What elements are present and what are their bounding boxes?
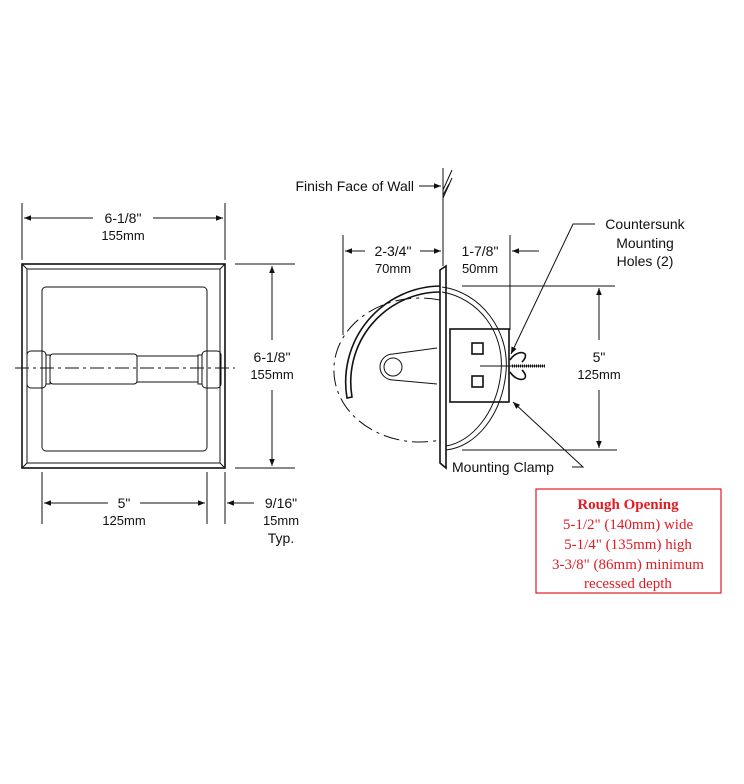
projection-mm: 70mm xyxy=(375,261,411,276)
rough-opening-height: 5-1/4" (135mm) high xyxy=(564,537,692,553)
opening-in: 5" xyxy=(118,495,131,511)
flange-in: 9/16" xyxy=(265,495,297,511)
front-view: 6-1/8" 155mm 6-1/8" 155mm 5" 125mm 9/16"… xyxy=(15,203,299,546)
width-in: 6-1/8" xyxy=(105,210,142,226)
side-height-mm: 125mm xyxy=(577,367,620,382)
depth-mm: 50mm xyxy=(462,261,498,276)
holes-leader xyxy=(510,223,595,355)
width-mm: 155mm xyxy=(101,228,144,243)
depth-in: 1-7/8" xyxy=(462,243,499,259)
rough-opening-depth: 3-3/8" (86mm) minimum xyxy=(552,557,704,573)
height-mm: 155mm xyxy=(250,367,293,382)
recess-opening xyxy=(41,286,208,452)
clamp-label: Mounting Clamp xyxy=(452,459,554,475)
mounting-hole xyxy=(471,342,484,355)
projection-in: 2-3/4" xyxy=(375,243,412,259)
rough-opening-title: Rough Opening xyxy=(577,497,679,513)
rough-opening-depth-note: recessed depth xyxy=(584,576,672,592)
holes-label-2: Mounting xyxy=(616,235,674,251)
rough-opening-box: Rough Opening 5-1/2" (140mm) wide 5-1/4"… xyxy=(535,488,722,594)
roll-outline xyxy=(333,297,441,443)
bracket-arm xyxy=(379,347,438,385)
mounting-hole xyxy=(471,375,484,388)
holes-label-3: Holes (2) xyxy=(617,253,674,269)
side-height-in: 5" xyxy=(593,349,606,365)
roll-spindle xyxy=(26,350,222,389)
housing-back xyxy=(441,286,507,451)
flange-note: Typ. xyxy=(268,530,294,546)
flange-plate xyxy=(439,264,447,470)
outer-flange xyxy=(21,263,226,469)
height-in: 6-1/8" xyxy=(254,349,291,365)
flange-mm: 15mm xyxy=(263,513,299,528)
hood xyxy=(344,285,441,399)
rough-opening-width: 5-1/2" (140mm) wide xyxy=(563,517,694,533)
holes-label-1: Countersunk xyxy=(605,216,685,232)
wing-nut xyxy=(509,351,527,381)
side-view: Finish Face of Wall 2-3/4" 70mm 1-7/8" 5… xyxy=(295,168,686,475)
clamp-leader xyxy=(512,401,585,468)
wall-label: Finish Face of Wall xyxy=(295,178,414,194)
opening-mm: 125mm xyxy=(102,513,145,528)
